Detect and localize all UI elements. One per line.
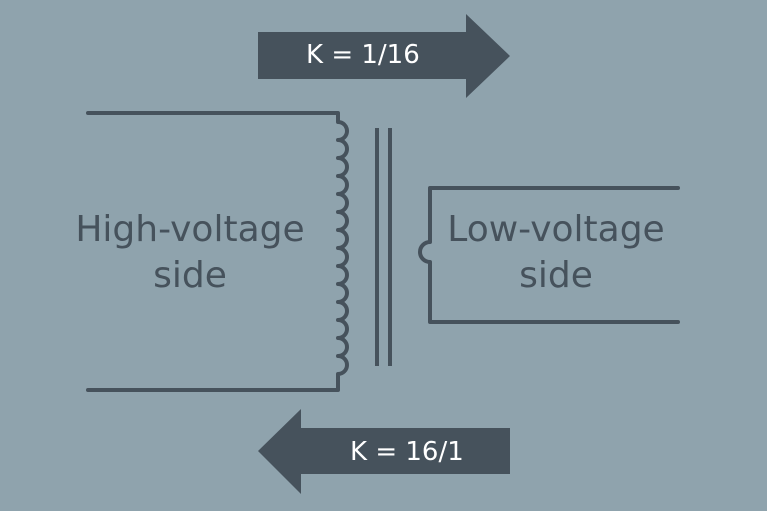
low-voltage-line1: Low-voltage [447, 209, 665, 250]
right-arrow [258, 14, 510, 98]
low-voltage-line2: side [519, 255, 593, 296]
high-voltage-label: High-voltage side [70, 207, 310, 299]
high-voltage-line1: High-voltage [75, 209, 305, 250]
hv-coil [336, 113, 349, 390]
lv-coil [418, 188, 432, 322]
low-voltage-label: Low-voltage side [446, 207, 666, 299]
high-voltage-line2: side [153, 255, 227, 296]
left-arrow [258, 409, 510, 494]
top-arrow-label: K = 1/16 [306, 40, 420, 70]
bottom-arrow-label: K = 16/1 [350, 437, 464, 467]
